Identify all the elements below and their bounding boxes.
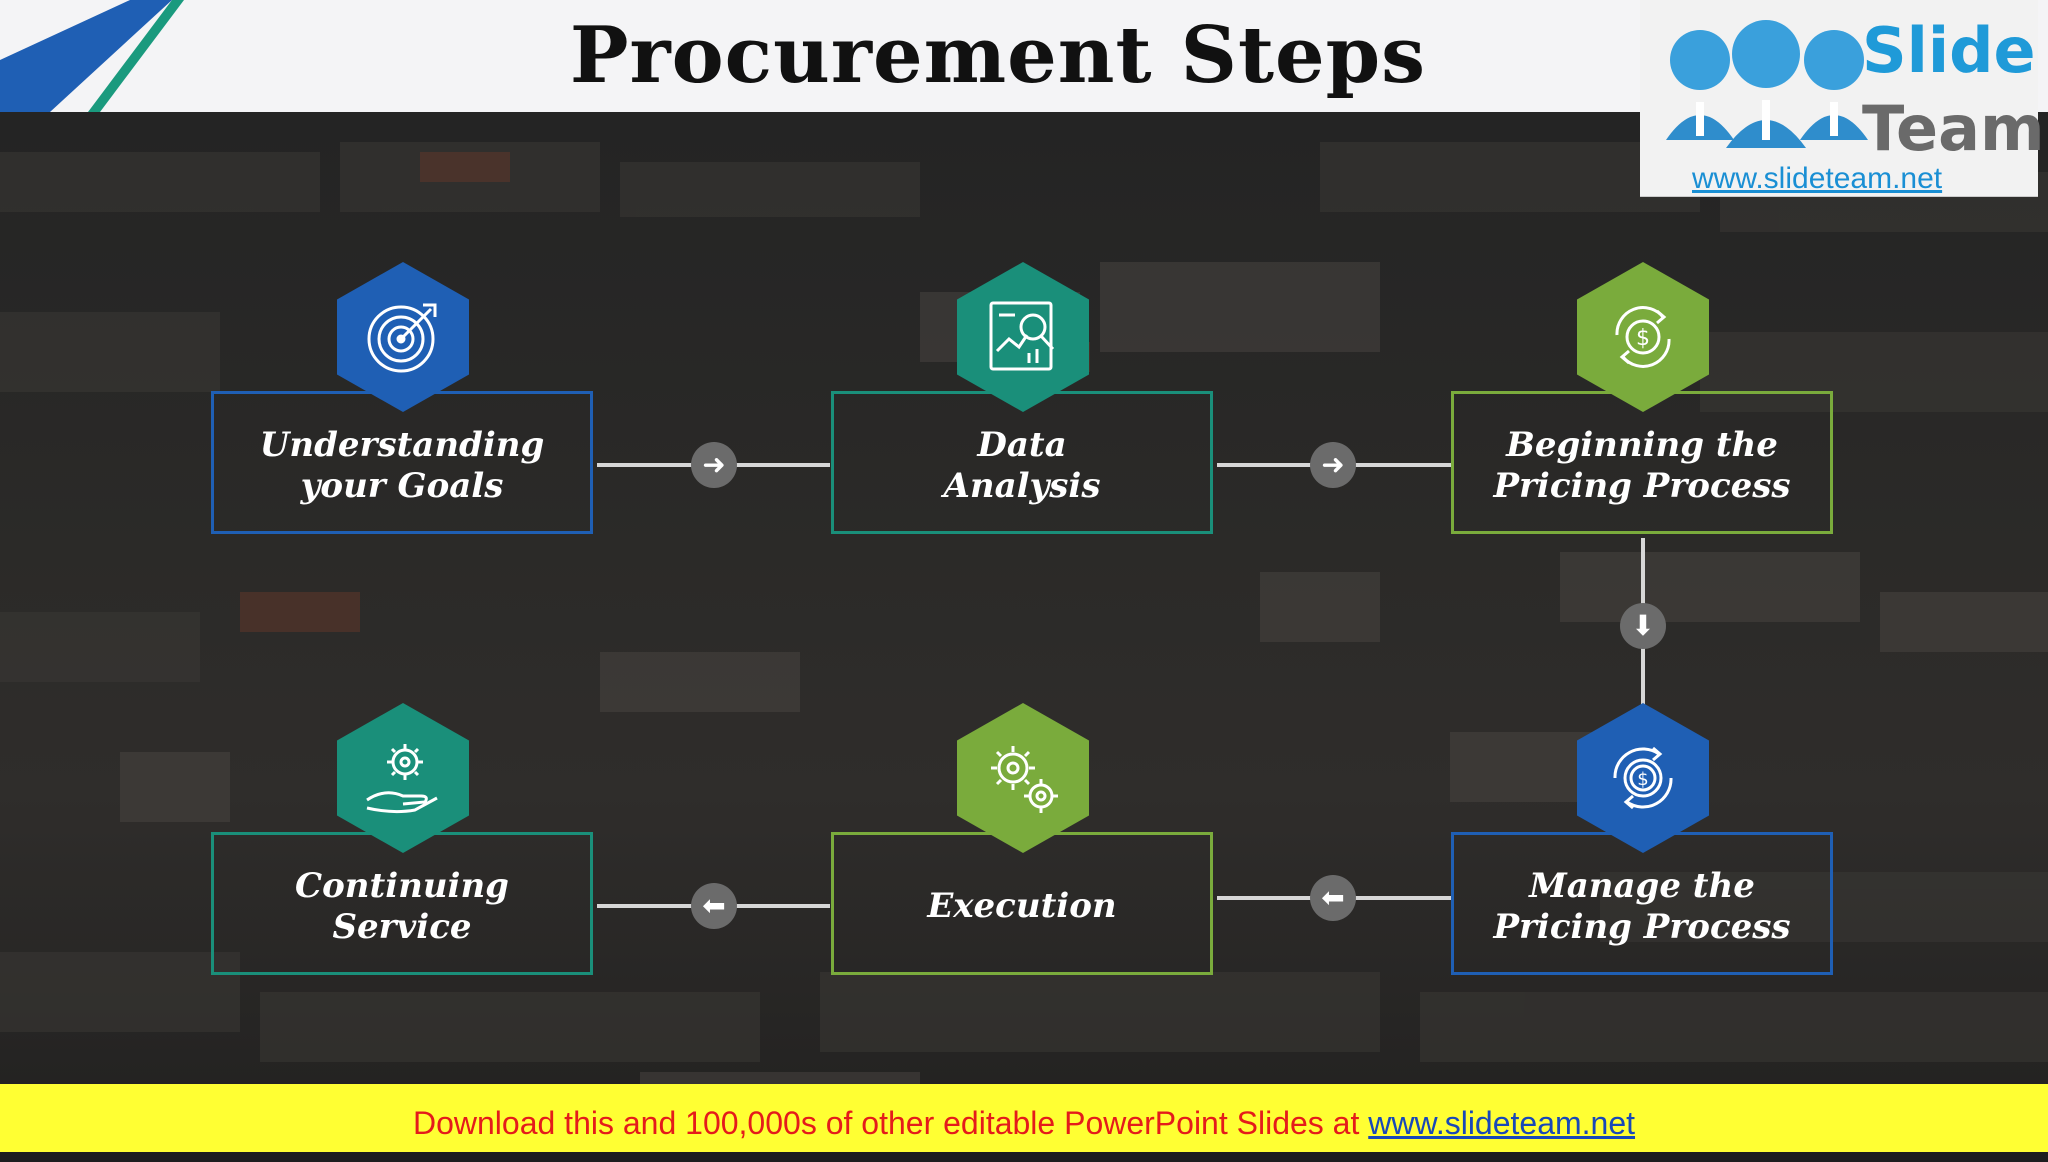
step-execution: Execution xyxy=(831,832,1213,975)
arrow-left-2: ⬅ xyxy=(691,883,737,929)
footer-banner: Download this and 100,000s of other edit… xyxy=(0,1084,2048,1152)
arrow-left-icon: ⬅ xyxy=(702,889,726,922)
arrow-left-icon: ⬅ xyxy=(1321,881,1345,914)
logo-url[interactable]: www.slideteam.net xyxy=(1692,162,1943,195)
hex-target xyxy=(337,262,469,412)
target-icon xyxy=(367,303,437,373)
svg-text:$: $ xyxy=(1637,769,1648,790)
hex-analytics xyxy=(957,262,1089,412)
gear-hand-icon xyxy=(366,744,438,814)
arrow-down-icon: ⬇ xyxy=(1631,609,1655,642)
arrow-right-2: ➜ xyxy=(1310,442,1356,488)
step-continuing-service: Continuing Service xyxy=(211,832,593,975)
step-label: Understanding your Goals xyxy=(259,424,545,506)
arrow-right-icon: ➜ xyxy=(702,448,726,481)
container-yard-backdrop xyxy=(0,142,2048,1084)
step-label: Continuing Service xyxy=(295,865,509,947)
hex-gear-hand xyxy=(337,703,469,853)
hex-gears xyxy=(957,703,1089,853)
hex-dollar-cycle: $ xyxy=(1577,262,1709,412)
step-label: Beginning the Pricing Process xyxy=(1493,424,1791,506)
step-understanding-goals: Understanding your Goals xyxy=(211,391,593,534)
people-logo-icon xyxy=(1666,20,1868,148)
page-title: Procurement Steps xyxy=(569,10,1427,101)
analytics-icon xyxy=(989,301,1055,371)
arrow-down: ⬇ xyxy=(1620,603,1666,649)
step-beginning-pricing: Beginning the Pricing Process xyxy=(1451,391,1833,534)
slideteam-logo[interactable]: Slide Team www.slideteam.net xyxy=(1640,0,2045,197)
footer-text: Download this and 100,000s of other edit… xyxy=(412,1105,1369,1141)
hex-dollar-target: $ xyxy=(1577,703,1709,853)
step-label: Data Analysis xyxy=(943,424,1101,506)
arrow-right-1: ➜ xyxy=(691,442,737,488)
step-manage-pricing: Manage the Pricing Process xyxy=(1451,832,1833,975)
step-label: Manage the Pricing Process xyxy=(1493,865,1791,947)
logo-brand-slide: Slide xyxy=(1862,14,2036,87)
step-label: Execution xyxy=(927,886,1117,926)
footer-link[interactable]: www.slideteam.net xyxy=(1368,1105,1636,1141)
arrow-left-1: ⬅ xyxy=(1310,875,1356,921)
logo-brand-team: Team xyxy=(1862,92,2045,165)
step-data-analysis: Data Analysis xyxy=(831,391,1213,534)
dollar-target-icon: $ xyxy=(1613,746,1673,810)
dollar-cycle-icon: $ xyxy=(1615,306,1671,368)
arrow-right-icon: ➜ xyxy=(1321,448,1345,481)
svg-text:$: $ xyxy=(1636,326,1650,351)
gears-icon xyxy=(991,746,1058,813)
